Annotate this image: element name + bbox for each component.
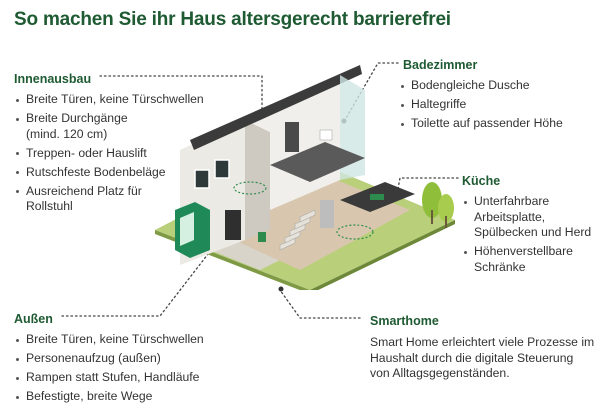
section-aussen: Außen Breite Türen, keine Türschwellen P…: [14, 310, 234, 408]
section-badezimmer: Badezimmer Bodengleiche Dusche Haltegrif…: [395, 56, 595, 135]
turning-circle: [233, 181, 267, 195]
heading-aussen: Außen: [14, 312, 53, 326]
list-item: Befestigte, breite Wege: [14, 389, 234, 405]
fridge: [320, 200, 334, 228]
tree-icon: [422, 182, 454, 228]
stove-icon: [370, 194, 384, 200]
leader-smarthome: [279, 289, 361, 319]
elevator-icon: [175, 202, 210, 258]
heading-kueche: Küche: [462, 174, 501, 188]
smarthome-text: Smart Home erleichtert viele Prozesse im…: [370, 335, 595, 380]
stair-lift-icon: [258, 232, 266, 242]
roof: [190, 65, 362, 150]
list-item: Ausreichend Platz für Rollstuhl: [14, 184, 176, 215]
list-item: Haltegriffe: [399, 97, 595, 113]
heading-smarthome: Smarthome: [370, 314, 439, 328]
house-illustration: [155, 65, 455, 290]
list-item: Rutschfeste Bodenbeläge: [14, 165, 214, 181]
heading-badezimmer: Badezimmer: [403, 58, 478, 72]
heading-innenausbau: Innenausbau: [14, 72, 92, 86]
list-item: Rampen statt Stufen, Handläufe: [14, 370, 234, 386]
list-item: Höhenverstellbare Schränke: [462, 244, 597, 275]
list-badezimmer: Bodengleiche Dusche Haltegriffe Toilette…: [399, 78, 595, 132]
list-item: Treppen- oder Hauslift: [14, 146, 214, 162]
section-kueche: Küche Unterfahrbare Arbeitsplatte, Spülb…: [462, 172, 597, 279]
list-item: Breite Durchgänge (mind. 120 cm): [14, 111, 151, 142]
turning-circle: [336, 224, 374, 240]
shower-icon: [285, 122, 299, 152]
list-kueche: Unterfahrbare Arbeitsplatte, Spülbecken …: [462, 194, 597, 275]
page-title: So machen Sie ihr Haus altersgerecht bar…: [14, 9, 451, 30]
list-item: Breite Türen, keine Türschwellen: [14, 332, 234, 348]
window: [214, 159, 230, 179]
list-item: Toilette auf passender Höhe: [399, 116, 595, 132]
upper-floor: [270, 142, 365, 182]
section-smarthome: Smarthome Smart Home erleichtert viele P…: [370, 312, 595, 382]
list-item: Personenaufzug (außen): [14, 351, 234, 367]
window: [194, 169, 210, 189]
list-item: Bodengleiche Dusche: [399, 78, 595, 94]
stairs: [279, 209, 316, 251]
list-aussen: Breite Türen, keine Türschwellen Persone…: [14, 332, 234, 405]
list-item: Unterfahrbare Arbeitsplatte, Spülbecken …: [462, 194, 597, 241]
front-door: [225, 210, 241, 240]
